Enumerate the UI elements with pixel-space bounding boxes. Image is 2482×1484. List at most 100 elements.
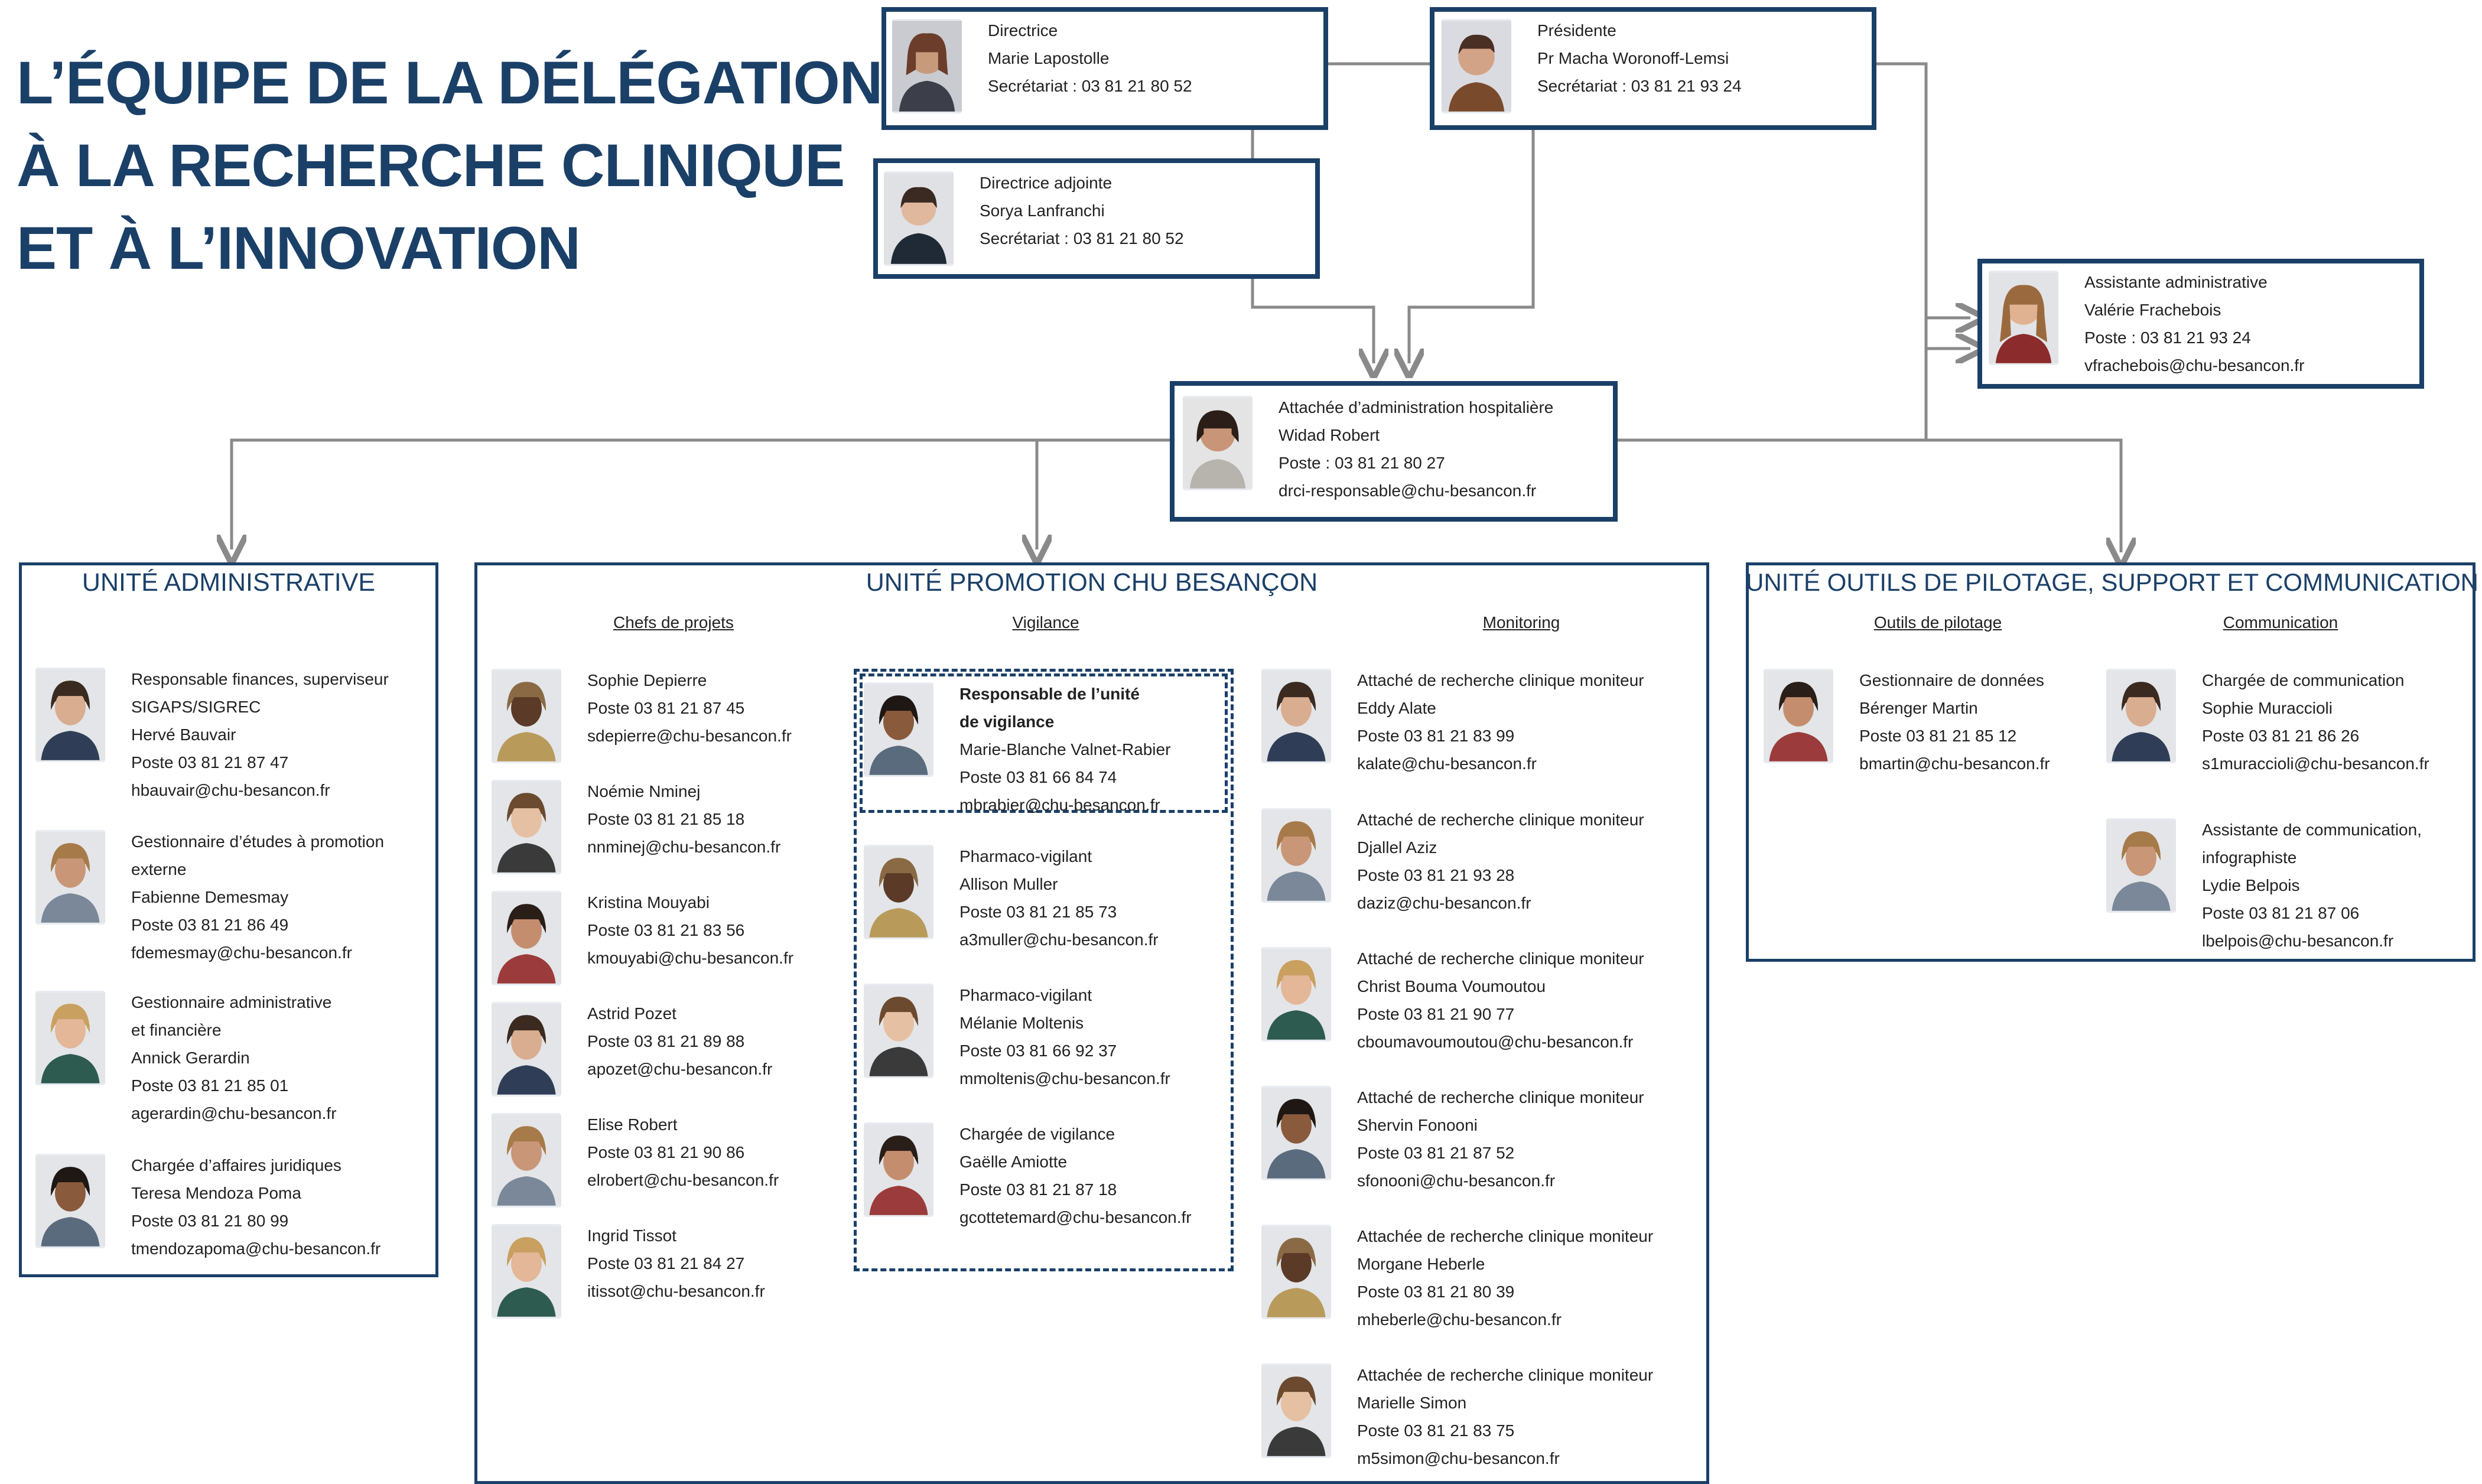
person-line: Responsable de l’unité	[959, 685, 1140, 703]
person-line: Poste 03 81 21 84 27	[587, 1254, 745, 1273]
person-email[interactable]: m5simon@chu-besancon.fr	[1357, 1449, 1560, 1467]
person-photo	[1261, 808, 1331, 903]
assistante-card: Assistante administrative Valérie Frache…	[1989, 271, 2304, 379]
person-photo	[1764, 669, 1833, 763]
person-email[interactable]: hbauvair@chu-besancon.fr	[131, 781, 330, 799]
person-line: Chargée d’affaires juridiques	[131, 1156, 341, 1174]
person-line: Hervé Bauvair	[131, 725, 236, 744]
person-line: Teresa Mendoza Poma	[131, 1184, 301, 1202]
person-line: Poste 03 81 21 80 99	[131, 1212, 289, 1230]
person-email[interactable]: daziz@chu-besancon.fr	[1357, 894, 1531, 912]
person-email[interactable]: bmartin@chu-besancon.fr	[1859, 754, 2050, 773]
person-line: Kristina Mouyabi	[587, 893, 710, 912]
person-email[interactable]: gcottetemard@chu-besancon.fr	[959, 1208, 1192, 1226]
person-line: Poste 03 81 21 85 01	[131, 1076, 289, 1095]
person-line: Allison Muller	[959, 875, 1058, 893]
person-email[interactable]: nnminej@chu-besancon.fr	[587, 838, 781, 856]
person-email[interactable]: mmoltenis@chu-besancon.fr	[959, 1069, 1170, 1088]
person-email[interactable]: kalate@chu-besancon.fr	[1357, 754, 1537, 773]
attachee-photo	[1183, 396, 1253, 490]
person-line: Marie-Blanche Valnet-Rabier	[959, 740, 1171, 759]
person-email[interactable]: elrobert@chu-besancon.fr	[587, 1171, 779, 1189]
person-line: Poste 03 81 21 80 39	[1357, 1283, 1515, 1301]
person-photo	[35, 1154, 105, 1248]
person-email[interactable]: sfonooni@chu-besancon.fr	[1357, 1171, 1556, 1190]
assistante-email[interactable]: vfrachebois@chu-besancon.fr	[2084, 356, 2305, 375]
person-email[interactable]: mbrabier@chu-besancon.fr	[959, 796, 1160, 814]
person-line: externe	[131, 860, 187, 878]
person-photo	[1261, 1086, 1331, 1180]
person-line: Assistante de communication,	[2202, 821, 2422, 839]
person-email[interactable]: apozet@chu-besancon.fr	[587, 1060, 773, 1078]
person-line: Poste 03 81 21 85 73	[959, 903, 1117, 921]
presidente-role: Présidente	[1537, 21, 1616, 40]
person-photo	[35, 668, 105, 762]
link-presidente-assistante	[1873, 62, 1970, 318]
directrice-photo	[892, 19, 962, 113]
person-photo	[492, 1002, 561, 1096]
person-email[interactable]: kmouyabi@chu-besancon.fr	[587, 949, 794, 967]
person-photo	[35, 991, 105, 1085]
attachee-role: Attachée d’administration hospitalière	[1279, 398, 1554, 416]
person-line: Attaché de recherche clinique moniteur	[1357, 671, 1644, 689]
person-photo	[1261, 669, 1331, 763]
person-email[interactable]: tmendozapoma@chu-besancon.fr	[131, 1239, 381, 1258]
person-line: Noémie Nminej	[587, 782, 701, 800]
person-card: Assistante de communication,infographist…	[2106, 818, 2422, 955]
person-email[interactable]: sdepierre@chu-besancon.fr	[587, 727, 792, 745]
person-line: Poste 03 81 21 89 88	[587, 1032, 745, 1050]
person-email[interactable]: lbelpois@chu-besancon.fr	[2202, 932, 2394, 950]
person-email[interactable]: s1muraccioli@chu-besancon.fr	[2202, 754, 2429, 773]
adjointe-photo	[884, 171, 954, 266]
person-email[interactable]: mheberle@chu-besancon.fr	[1357, 1310, 1562, 1329]
person-line: Fabienne Demesmay	[131, 888, 289, 906]
person-line: Poste 03 81 21 85 18	[587, 810, 745, 828]
attachee-email[interactable]: drci-responsable@chu-besancon.fr	[1279, 481, 1537, 500]
person-line: Attaché de recherche clinique moniteur	[1357, 1088, 1644, 1107]
person-line: Chargée de vigilance	[959, 1125, 1115, 1143]
person-line: Morgane Heberle	[1357, 1255, 1485, 1273]
person-photo	[492, 1224, 561, 1319]
person-line: Responsable finances, superviseur	[131, 670, 389, 688]
person-photo	[492, 1113, 561, 1208]
adjointe-card: Directrice adjointe Sorya Lanfranchi Sec…	[884, 171, 1184, 266]
person-email[interactable]: fdemesmay@chu-besancon.fr	[131, 943, 352, 962]
link-presidente-attachee	[1409, 130, 1535, 363]
person-photo	[2106, 669, 2176, 763]
person-email[interactable]: itissot@chu-besancon.fr	[587, 1282, 765, 1300]
person-line: Gestionnaire administrative	[131, 993, 332, 1011]
person-line: Poste 03 81 21 87 06	[2202, 904, 2360, 922]
person-photo	[864, 1122, 933, 1217]
assistante-name: Valérie Frachebois	[2084, 301, 2221, 319]
person-email[interactable]: agerardin@chu-besancon.fr	[131, 1104, 337, 1122]
person-line: Gaëlle Amiotte	[959, 1153, 1068, 1171]
person-line: et financière	[131, 1021, 222, 1039]
vigilance-head-frame	[860, 673, 1228, 813]
person-email[interactable]: a3muller@chu-besancon.fr	[959, 930, 1159, 949]
person-line: Poste 03 81 21 87 52	[1357, 1144, 1515, 1162]
person-line: Attachée de recherche clinique moniteur	[1357, 1366, 1654, 1384]
person-line: Poste 03 81 21 86 26	[2202, 727, 2360, 745]
page-title: L’ÉQUIPE DE LA DÉLÉGATION À LA RECHERCHE…	[17, 41, 883, 289]
person-email[interactable]: cboumavoumoutou@chu-besancon.fr	[1357, 1033, 1634, 1051]
person-photo	[35, 830, 105, 925]
unit-admin-title: UNITÉ ADMINISTRATIVE	[82, 568, 376, 597]
unit-outils-title: UNITÉ OUTILS DE PILOTAGE, SUPPORT ET COM…	[1746, 568, 2478, 596]
